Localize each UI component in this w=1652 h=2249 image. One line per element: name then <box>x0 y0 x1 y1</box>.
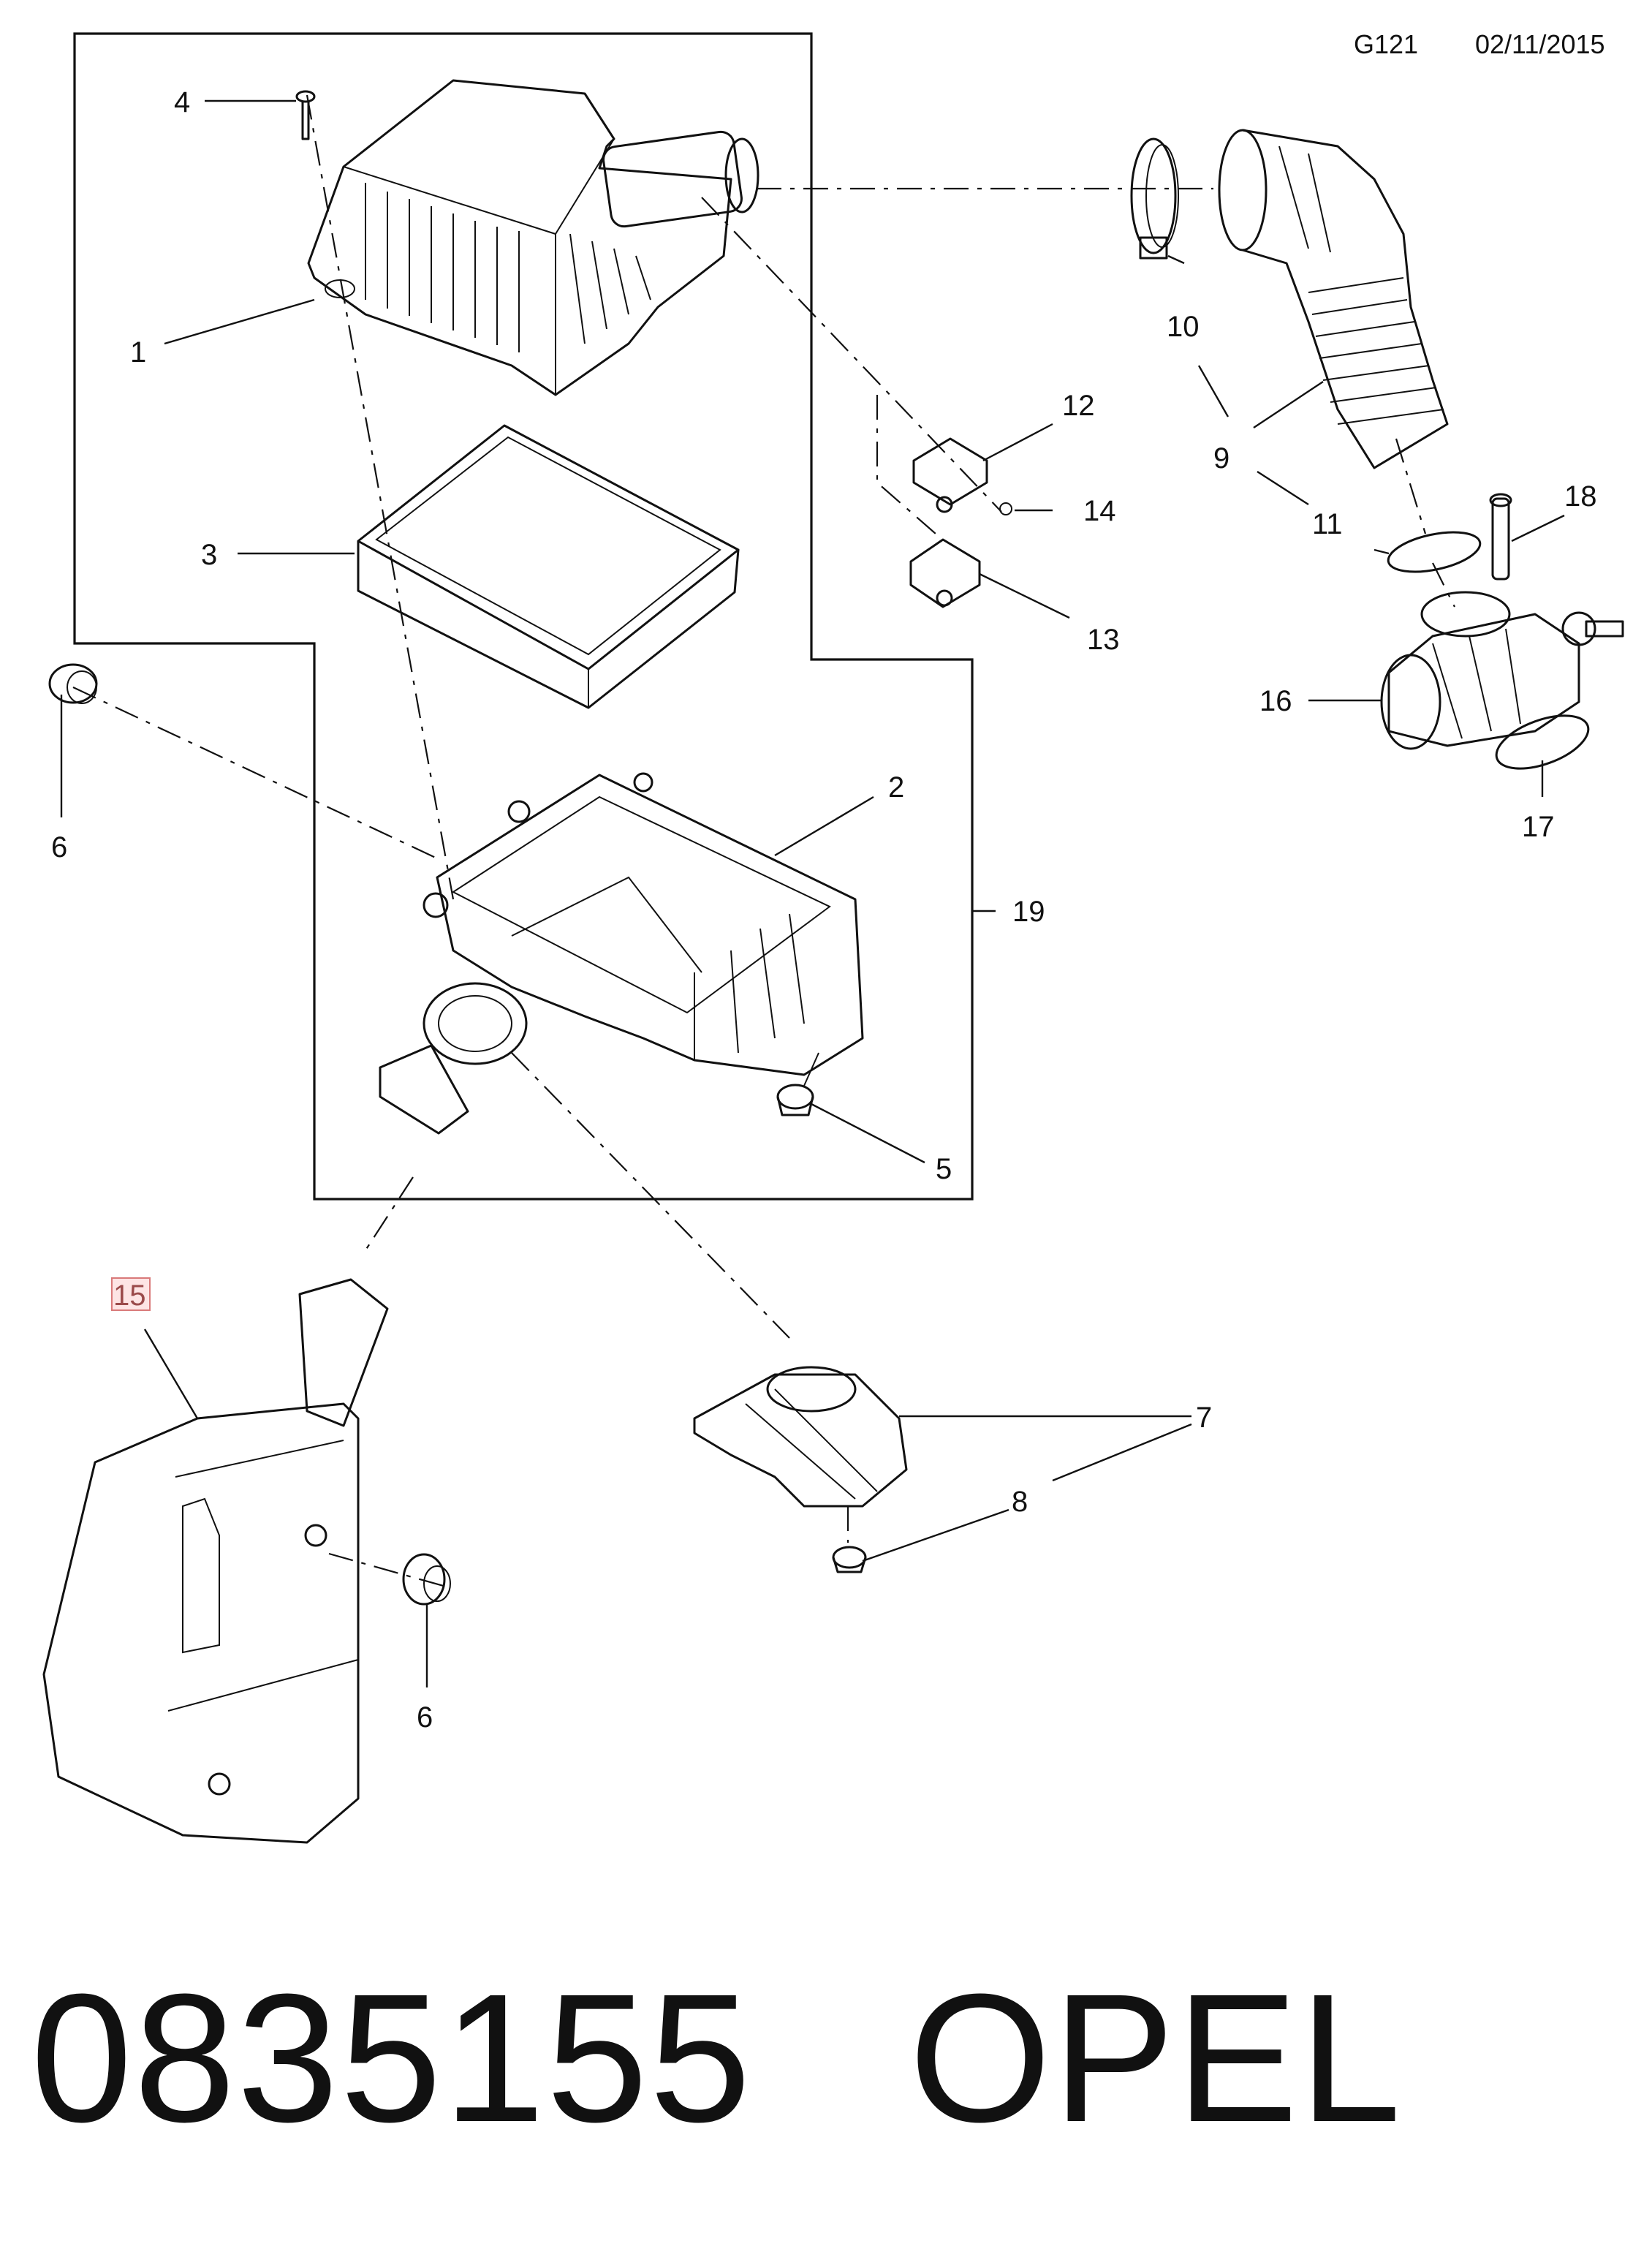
callout-14: 14 <box>1083 495 1116 527</box>
callout-7: 7 <box>1196 1402 1212 1434</box>
air-cleaner-lower-housing <box>379 772 864 1135</box>
throttle-gasket <box>1495 714 1590 770</box>
exploded-parts-diagram: 4 1 3 2 19 5 6 6 7 8 10 9 11 12 14 13 16… <box>42 32 1624 1844</box>
callout-5: 5 <box>936 1153 952 1185</box>
callout-6-lower: 6 <box>417 1701 433 1734</box>
callout-17: 17 <box>1522 811 1555 843</box>
brand-name: OPEL <box>909 1956 1403 2160</box>
air-cleaner-upper-housing <box>307 79 759 396</box>
sensor-13 <box>909 538 981 608</box>
callout-9: 9 <box>1213 442 1229 475</box>
connection-lines <box>72 94 1455 1588</box>
clamp-ring <box>1387 531 1482 573</box>
callout-numbers: 4 1 3 2 19 5 6 6 7 8 10 9 11 12 14 13 16… <box>51 86 1597 1734</box>
diagram-code: G121 <box>1354 29 1419 59</box>
callout-18: 18 <box>1564 480 1597 513</box>
sensor-12 <box>912 437 1012 515</box>
filter-element <box>357 424 740 709</box>
callout-2: 2 <box>888 771 904 804</box>
callout-8: 8 <box>1012 1486 1028 1518</box>
callout-11: 11 <box>1312 508 1343 540</box>
callout-19: 19 <box>1012 896 1045 928</box>
bolt <box>1489 493 1512 581</box>
part-number: 0835155 <box>31 1956 753 2160</box>
callout-13: 13 <box>1087 624 1120 656</box>
callout-16: 16 <box>1259 685 1292 717</box>
hose-clamp <box>1130 137 1179 260</box>
footer-caption: 0835155 OPEL <box>31 1967 1403 2150</box>
bracket-grommet <box>832 1546 867 1573</box>
callout-3: 3 <box>201 539 217 571</box>
throttle-body <box>1380 591 1624 750</box>
screw <box>295 90 316 140</box>
callout-15-highlight <box>111 1277 151 1311</box>
leader-lines <box>60 99 1565 1687</box>
grommet-lower <box>776 1052 819 1116</box>
assembly-frame <box>73 32 974 1201</box>
mounting-bracket <box>693 1366 908 1508</box>
callout-4: 4 <box>174 86 190 118</box>
diagram-date: 02/11/2015 <box>1475 29 1605 59</box>
callout-1: 1 <box>130 336 146 368</box>
callout-15: 15 <box>113 1280 146 1312</box>
resonator <box>42 1278 389 1844</box>
intake-hose <box>1218 129 1449 469</box>
callout-6-upper: 6 <box>51 831 67 863</box>
callout-12: 12 <box>1062 390 1095 422</box>
grommet-upper <box>48 663 98 704</box>
callout-10: 10 <box>1167 311 1200 343</box>
grommet-resonator <box>402 1553 451 1606</box>
